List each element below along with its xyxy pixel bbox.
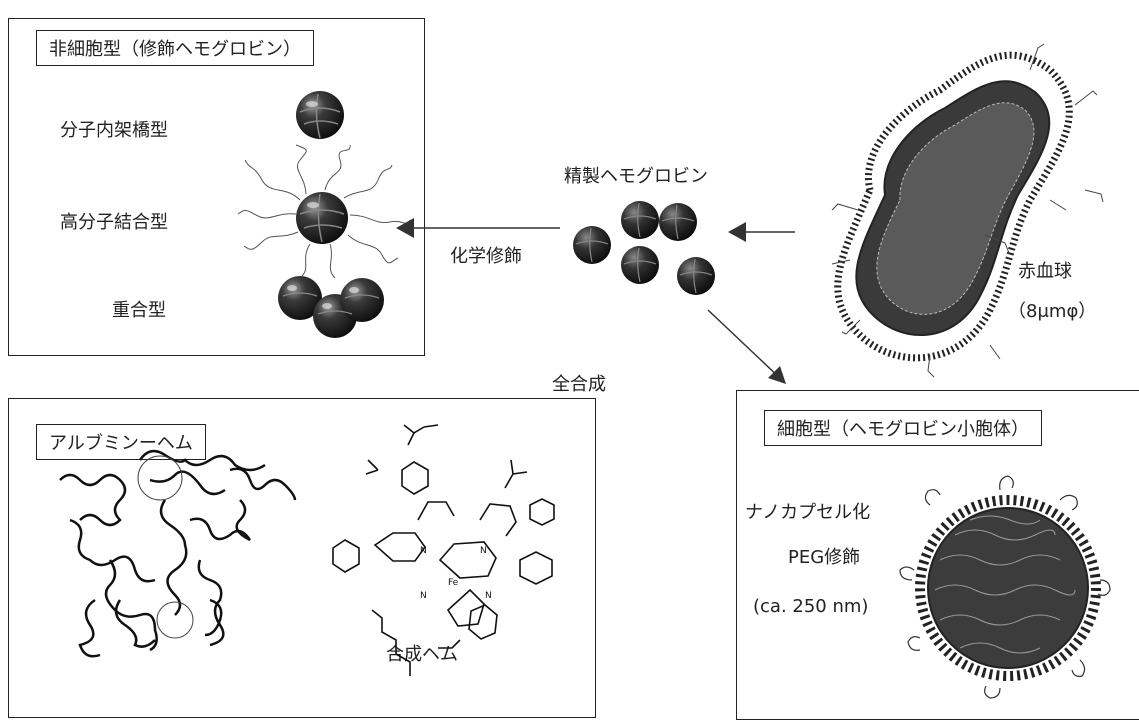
cellular-title: 細胞型（ヘモグロビン小胞体） <box>764 410 1042 446</box>
non-cellular-title: 非細胞型（修飾ヘモグロビン） <box>36 30 314 66</box>
rbc-label: 赤血球 <box>1018 261 1072 282</box>
red-blood-cell-icon <box>831 43 1104 378</box>
albumin-heme-title: アルブミンーヘム <box>36 424 206 460</box>
purified-hemoglobin-icons <box>573 201 715 295</box>
size-label: (ca. 250 nm) <box>753 596 869 617</box>
crosslinked-hemoglobin-icon <box>296 91 344 139</box>
purified-hemoglobin-label: 精製ヘモグロビン <box>564 166 708 187</box>
synthetic-heme-label: 合成ヘム <box>386 644 458 665</box>
hemoglobin-vesicle-icon <box>899 475 1111 699</box>
polymer-conjugated-hemoglobin-icon <box>237 144 411 279</box>
peg-modification-label: PEG修飾 <box>788 547 861 568</box>
svg-text:N: N <box>480 546 487 556</box>
crosslinked-label: 分子内架橋型 <box>60 120 168 141</box>
encapsulation-arrow <box>707 309 786 384</box>
synthetic-heme-structure-icon: Fe N N N N <box>332 424 555 676</box>
chemical-modification-arrow <box>396 218 560 238</box>
svg-text:N: N <box>420 591 427 601</box>
polymer-conjugated-label: 高分子結合型 <box>60 212 168 233</box>
svg-text:N: N <box>485 591 492 601</box>
polymerized-hemoglobin-icon <box>278 276 384 338</box>
nanocapsule-label: ナノカプセル化 <box>745 502 871 523</box>
chemical-modification-label: 化学修飾 <box>450 246 522 267</box>
rbc-size-label: （8μmφ） <box>1008 301 1097 322</box>
svg-text:N: N <box>420 546 427 556</box>
polymerized-label: 重合型 <box>112 300 166 321</box>
total-synthesis-label: 全合成 <box>552 374 606 395</box>
svg-text:Fe: Fe <box>448 578 459 588</box>
albumin-protein-icon <box>59 449 297 658</box>
purification-arrow <box>728 222 795 242</box>
